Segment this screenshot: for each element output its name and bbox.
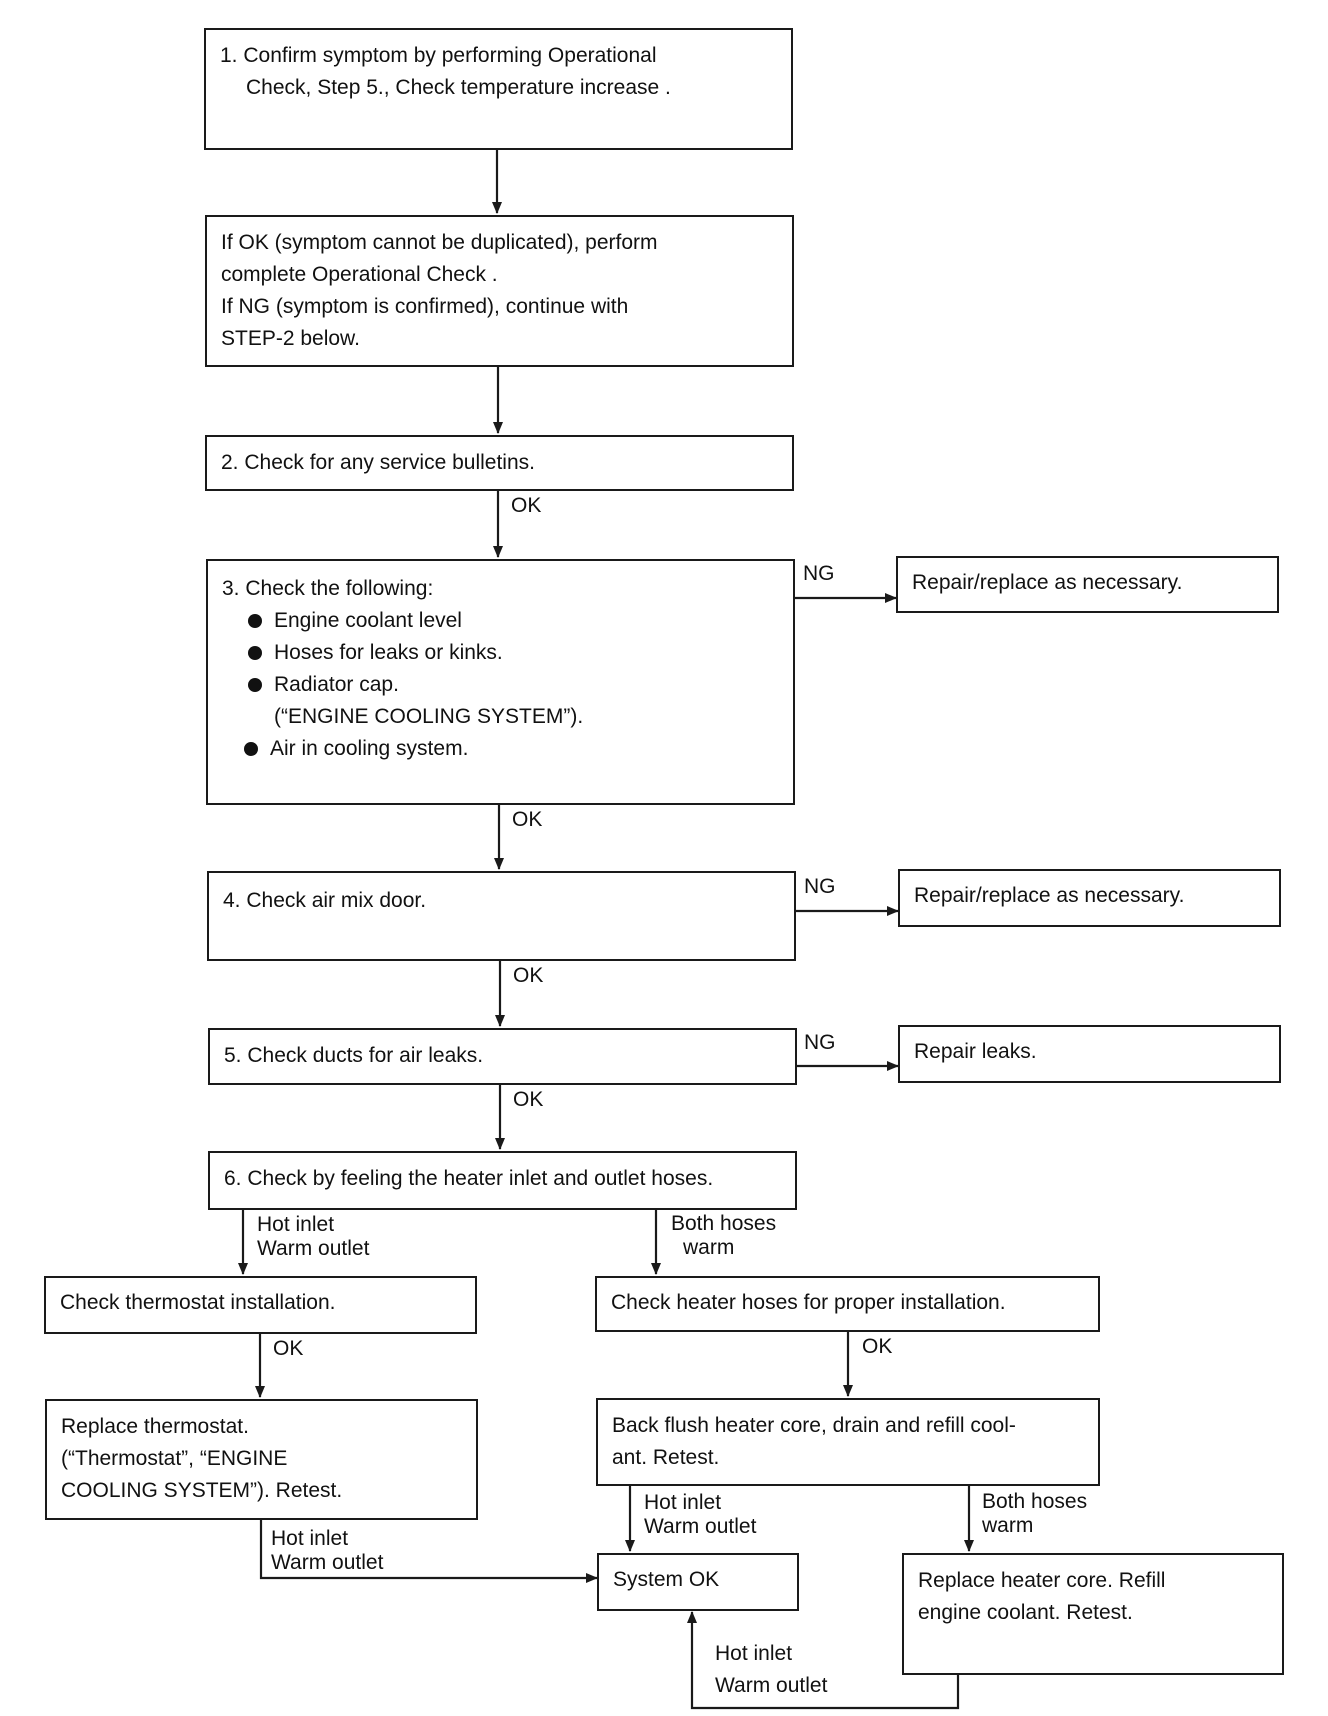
- bullet-icon: [248, 646, 262, 660]
- core-replace-line-1: Replace heater core. Refill: [918, 1569, 1166, 1592]
- ok-label-s5: OK: [513, 1088, 544, 1111]
- warm-outlet-label-3: Warm outlet: [644, 1515, 757, 1538]
- step-3-item-1: Engine coolant level: [222, 605, 779, 637]
- ok-label-s2: OK: [511, 494, 542, 517]
- backflush-line-2: ant. Retest.: [612, 1446, 720, 1469]
- step-3-item-2-text: Hoses for leaks or kinks.: [274, 641, 503, 664]
- hose-check-box: Check heater hoses for proper installati…: [595, 1276, 1100, 1332]
- ng-label-s5: NG: [804, 1031, 836, 1054]
- repair-box-2-text: Repair/replace as necessary.: [914, 884, 1185, 907]
- repair-box-1-text: Repair/replace as necessary.: [912, 571, 1183, 594]
- both-hoses-label-1: Both hoses: [671, 1212, 777, 1235]
- bullet-icon: [244, 742, 258, 756]
- step-1b-line-3: If NG (symptom is confirmed), continue w…: [221, 295, 629, 318]
- arrow-core-replace-to-system-ok: [687, 1611, 960, 1710]
- step-6-text: 6. Check by feeling the heater inlet and…: [224, 1167, 714, 1190]
- warm-label-1: warm: [683, 1236, 735, 1259]
- warm-outlet-label-1: Warm outlet: [257, 1237, 370, 1260]
- both-hoses-label-2: Both hoses: [982, 1490, 1088, 1513]
- step-3-note: (“ENGINE COOLING SYSTEM”).: [274, 705, 584, 728]
- step-3-item-3-text: Radiator cap.: [274, 673, 399, 696]
- thermostat-replace-line-2: (“Thermostat”, “ENGINE: [61, 1447, 288, 1470]
- hot-inlet-label-4: Hot inlet: [715, 1642, 793, 1665]
- thermostat-replace-box: Replace thermostat. (“Thermostat”, “ENGI…: [45, 1399, 478, 1520]
- warm-outlet-label-2: Warm outlet: [271, 1551, 384, 1574]
- step-3-title: 3. Check the following:: [222, 577, 434, 600]
- step-1b-line-1: If OK (symptom cannot be duplicated), pe…: [221, 231, 658, 254]
- hose-check-text: Check heater hoses for proper installati…: [611, 1291, 1006, 1314]
- step-1-box: 1. Confirm symptom by performing Operati…: [204, 28, 793, 150]
- step-3-item-1-text: Engine coolant level: [274, 609, 462, 632]
- hot-inlet-label-1: Hot inlet: [257, 1213, 335, 1236]
- step-3-box: 3. Check the following: Engine coolant l…: [206, 559, 795, 805]
- thermostat-replace-line-1: Replace thermostat.: [61, 1415, 249, 1438]
- step-3-item-3: Radiator cap.: [222, 669, 779, 701]
- hot-inlet-label-3: Hot inlet: [644, 1491, 722, 1514]
- bullet-icon: [248, 678, 262, 692]
- system-ok-text: System OK: [613, 1568, 720, 1591]
- ng-label-s4: NG: [804, 875, 836, 898]
- step-1-line-1: 1. Confirm symptom by performing Operati…: [220, 44, 657, 67]
- ng-label-s3: NG: [803, 562, 835, 585]
- step-6-box: 6. Check by feeling the heater inlet and…: [208, 1151, 797, 1210]
- step-3-item-2: Hoses for leaks or kinks.: [222, 637, 779, 669]
- hot-inlet-label-2: Hot inlet: [271, 1527, 349, 1550]
- step-5-box: 5. Check ducts for air leaks.: [208, 1028, 797, 1085]
- step-1b-line-4: STEP-2 below.: [221, 327, 360, 350]
- system-ok-box: System OK: [597, 1553, 799, 1611]
- ok-label-thermo-check: OK: [273, 1337, 304, 1360]
- ok-label-hose-check: OK: [862, 1335, 893, 1358]
- step-1b-box: If OK (symptom cannot be duplicated), pe…: [205, 215, 794, 367]
- ok-label-s3: OK: [512, 808, 543, 831]
- step-3-item-4-text: Air in cooling system.: [270, 737, 469, 760]
- thermostat-check-text: Check thermostat installation.: [60, 1291, 336, 1314]
- step-2-text: 2. Check for any service bulletins.: [221, 451, 535, 474]
- repair-box-1: Repair/replace as necessary.: [896, 556, 1279, 613]
- core-replace-box: Replace heater core. Refill engine coola…: [902, 1553, 1284, 1675]
- bullet-icon: [248, 614, 262, 628]
- step-4-box: 4. Check air mix door.: [207, 871, 796, 961]
- step-2-box: 2. Check for any service bulletins.: [205, 435, 794, 491]
- step-5-text: 5. Check ducts for air leaks.: [224, 1044, 484, 1067]
- step-3-item-4: Air in cooling system.: [222, 733, 779, 765]
- ok-label-s4: OK: [513, 964, 544, 987]
- arrow-thermo-replace-to-system-ok: [259, 1518, 598, 1583]
- warm-outlet-label-4: Warm outlet: [715, 1674, 828, 1697]
- step-1-line-2: Check, Step 5., Check temperature increa…: [246, 76, 671, 99]
- repair-box-3: Repair leaks.: [898, 1025, 1281, 1083]
- core-replace-line-2: engine coolant. Retest.: [918, 1601, 1133, 1624]
- step-1b-line-2: complete Operational Check .: [221, 263, 498, 286]
- backflush-box: Back flush heater core, drain and refill…: [596, 1398, 1100, 1486]
- repair-box-3-text: Repair leaks.: [914, 1040, 1037, 1063]
- backflush-line-1: Back flush heater core, drain and refill…: [612, 1414, 1016, 1437]
- step-4-text: 4. Check air mix door.: [223, 889, 427, 912]
- thermostat-replace-line-3: COOLING SYSTEM”). Retest.: [61, 1479, 343, 1502]
- thermostat-check-box: Check thermostat installation.: [44, 1276, 477, 1334]
- warm-label-2: warm: [982, 1514, 1034, 1537]
- repair-box-2: Repair/replace as necessary.: [898, 869, 1281, 927]
